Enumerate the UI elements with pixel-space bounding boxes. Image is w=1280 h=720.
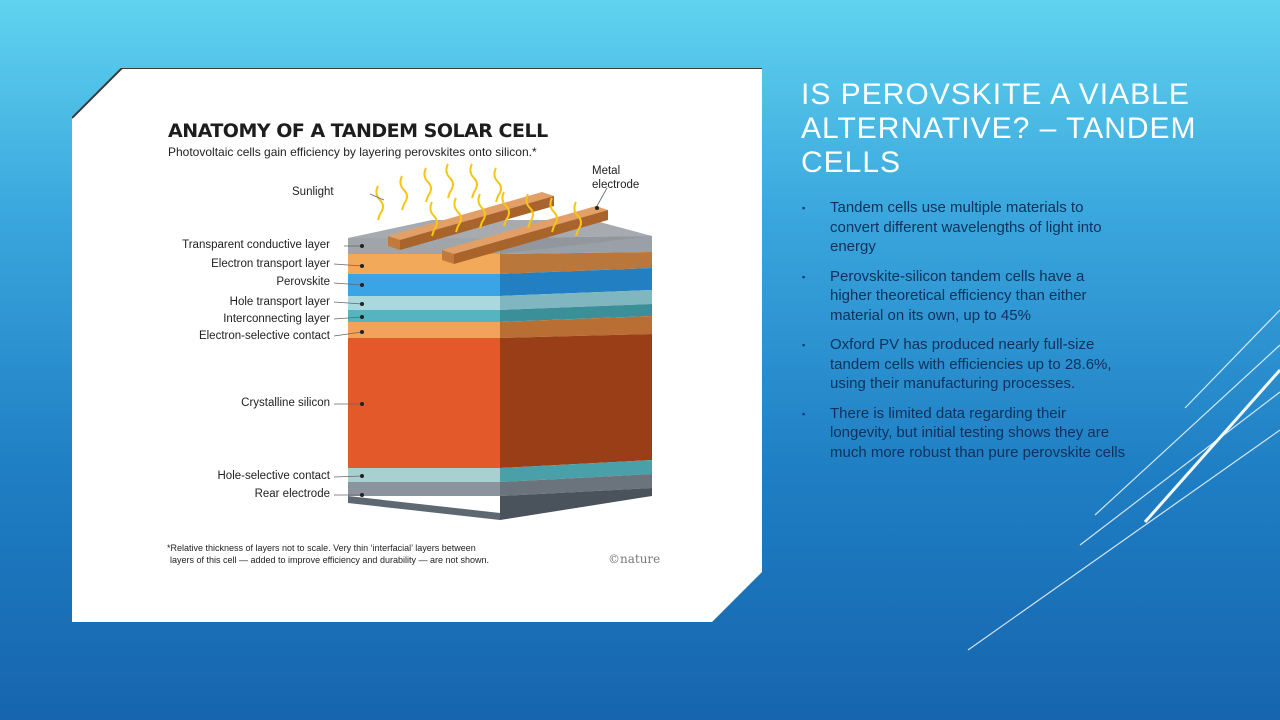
bullet-marker: ▪ — [802, 271, 806, 282]
nature-credit: ©nature — [608, 552, 661, 566]
bullet-item: ▪ There is limited data regarding their … — [800, 404, 1130, 463]
bullet-text: Oxford PV has produced nearly full-size … — [830, 336, 1112, 392]
label-electron-transport-layer: Electron transport layer — [211, 258, 330, 270]
sunlight-arrows — [375, 163, 582, 237]
label-perovskite: Perovskite — [276, 276, 330, 288]
label-hole-transport-layer: Hole transport layer — [229, 296, 330, 308]
footnote-line2: layers of this cell — added to improve e… — [170, 555, 489, 565]
bullet-item: ▪ Tandem cells use multiple materials to… — [800, 198, 1130, 257]
bullet-marker: ▪ — [802, 340, 806, 350]
slide-title: Is perovskite a viable alternative? – ta… — [801, 78, 1197, 179]
label-rear-electrode: Rear electrode — [254, 488, 330, 500]
label-metal-electrode-line1: Metal — [592, 165, 621, 177]
bullet-text: Perovskite-silicon tandem cells have a h… — [830, 267, 1087, 324]
label-electron-selective-contact: Electron-selective contact — [198, 330, 330, 342]
figure-footnote: *Relative thickness of layers not to sca… — [167, 542, 527, 566]
label-hole-selective-contact: Hole-selective contact — [217, 470, 331, 482]
bullet-marker: ▪ — [802, 408, 806, 419]
label-sunlight: Sunlight — [292, 186, 334, 198]
bullet-item: ▪ Oxford PV has produced nearly full-siz… — [800, 335, 1130, 394]
label-transparent-conductive-layer: Transparent conductive layer — [182, 239, 330, 251]
label-dots — [360, 206, 599, 497]
bullet-text: Tandem cells use multiple materials to c… — [830, 199, 1102, 255]
cell-front-face — [348, 238, 500, 520]
label-leader-lines — [333, 187, 608, 496]
figure-subtitle: Photovoltaic cells gain efficiency by la… — [168, 145, 537, 159]
cell-side-face — [500, 236, 652, 520]
figure-image: ANATOMY OF A TANDEM SOLAR CELL Photovolt… — [72, 68, 762, 622]
metal-electrode-bars — [388, 192, 608, 264]
label-metal-electrode-line2: electrode — [592, 179, 640, 191]
bullet-item: ▪ Perovskite-silicon tandem cells have a… — [800, 267, 1130, 326]
bullet-marker: ▪ — [802, 203, 806, 213]
footnote-line1: *Relative thickness of layers not to sca… — [167, 543, 476, 553]
bullet-list: ▪ Tandem cells use multiple materials to… — [800, 198, 1130, 472]
bullet-text: There is limited data regarding their lo… — [830, 404, 1126, 461]
label-crystalline-silicon: Crystalline silicon — [241, 397, 330, 409]
label-interconnecting-layer: Interconnecting layer — [223, 313, 330, 325]
tandem-cell-diagram — [333, 163, 652, 520]
figure-title: ANATOMY OF A TANDEM SOLAR CELL — [168, 120, 548, 142]
